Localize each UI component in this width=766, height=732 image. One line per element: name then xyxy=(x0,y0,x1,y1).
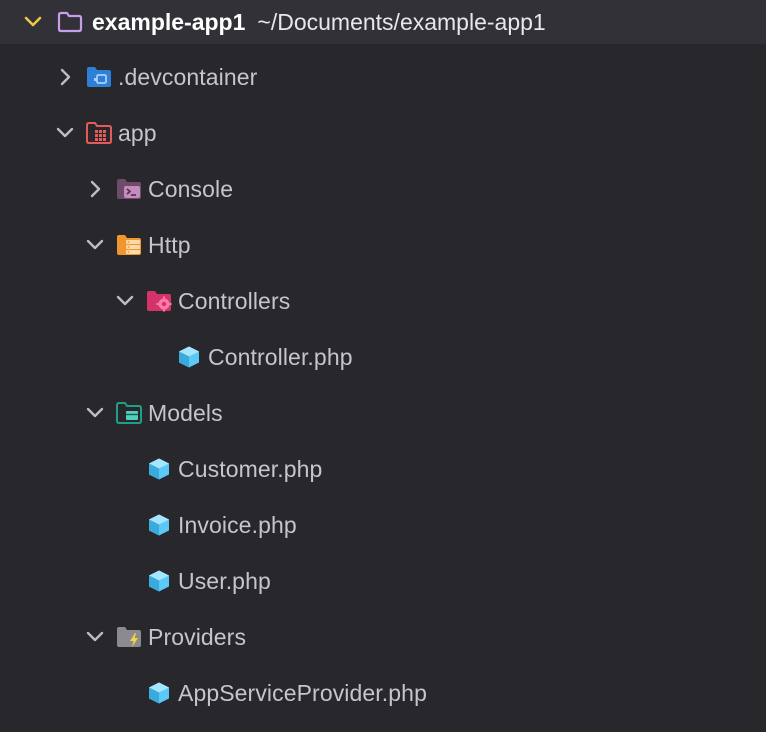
tree-item-providers[interactable]: Providers xyxy=(0,609,766,665)
tree-item-devcontainer[interactable]: .devcontainer xyxy=(0,49,766,105)
chevron-down-icon[interactable] xyxy=(24,13,42,31)
tree-item-user-php[interactable]: User.php xyxy=(0,553,766,609)
tree-item-invoice-php[interactable]: Invoice.php xyxy=(0,497,766,553)
root-folder-row[interactable]: example-app1 ~/Documents/example-app1 xyxy=(0,0,766,44)
php-file-icon xyxy=(176,345,202,369)
tree-item-controller-php[interactable]: Controller.php xyxy=(0,329,766,385)
php-file-icon xyxy=(146,681,172,705)
chevron-down-icon[interactable] xyxy=(86,628,104,646)
tree-item-http[interactable]: Http xyxy=(0,217,766,273)
tree-item-console[interactable]: Console xyxy=(0,161,766,217)
tree-item-label: User.php xyxy=(178,567,271,594)
php-file-icon xyxy=(146,457,172,481)
tree-item-label: Console xyxy=(148,175,234,202)
folder-outline-icon xyxy=(56,10,84,34)
php-file-icon xyxy=(146,513,172,537)
tree-item-app[interactable]: app xyxy=(0,105,766,161)
tree-item-label: Invoice.php xyxy=(178,511,297,538)
chevron-down-icon[interactable] xyxy=(86,236,104,254)
tree-item-label: Controller.php xyxy=(208,343,353,370)
root-folder-name: example-app1 xyxy=(92,8,246,35)
tree-item-label: Models xyxy=(148,399,223,426)
http-folder-icon xyxy=(116,233,142,257)
models-folder-icon xyxy=(116,401,142,425)
controllers-folder-icon xyxy=(146,289,172,313)
providers-folder-icon xyxy=(116,625,142,649)
tree-item-label: AppServiceProvider.php xyxy=(178,679,427,706)
chevron-down-icon[interactable] xyxy=(56,124,74,142)
php-file-icon xyxy=(146,569,172,593)
tree-item-label: Customer.php xyxy=(178,455,323,482)
tree-item-controllers[interactable]: Controllers xyxy=(0,273,766,329)
tree-item-label: .devcontainer xyxy=(118,63,258,90)
chevron-right-icon[interactable] xyxy=(56,68,74,86)
console-folder-icon xyxy=(116,177,142,201)
tree-item-label: Controllers xyxy=(178,287,291,314)
tree-item-customer-php[interactable]: Customer.php xyxy=(0,441,766,497)
tree-item-label: Http xyxy=(148,231,191,258)
tree-item-appserviceprovider-php[interactable]: AppServiceProvider.php xyxy=(0,665,766,721)
root-folder-path: ~/Documents/example-app1 xyxy=(257,8,546,35)
chevron-down-icon[interactable] xyxy=(86,404,104,422)
tree-item-label: app xyxy=(118,119,157,146)
chevron-down-icon[interactable] xyxy=(116,292,134,310)
app-folder-icon xyxy=(86,121,112,145)
tree-item-models[interactable]: Models xyxy=(0,385,766,441)
devcontainer-folder-icon xyxy=(86,65,112,89)
tree-item-label: Providers xyxy=(148,623,247,650)
chevron-right-icon[interactable] xyxy=(86,180,104,198)
